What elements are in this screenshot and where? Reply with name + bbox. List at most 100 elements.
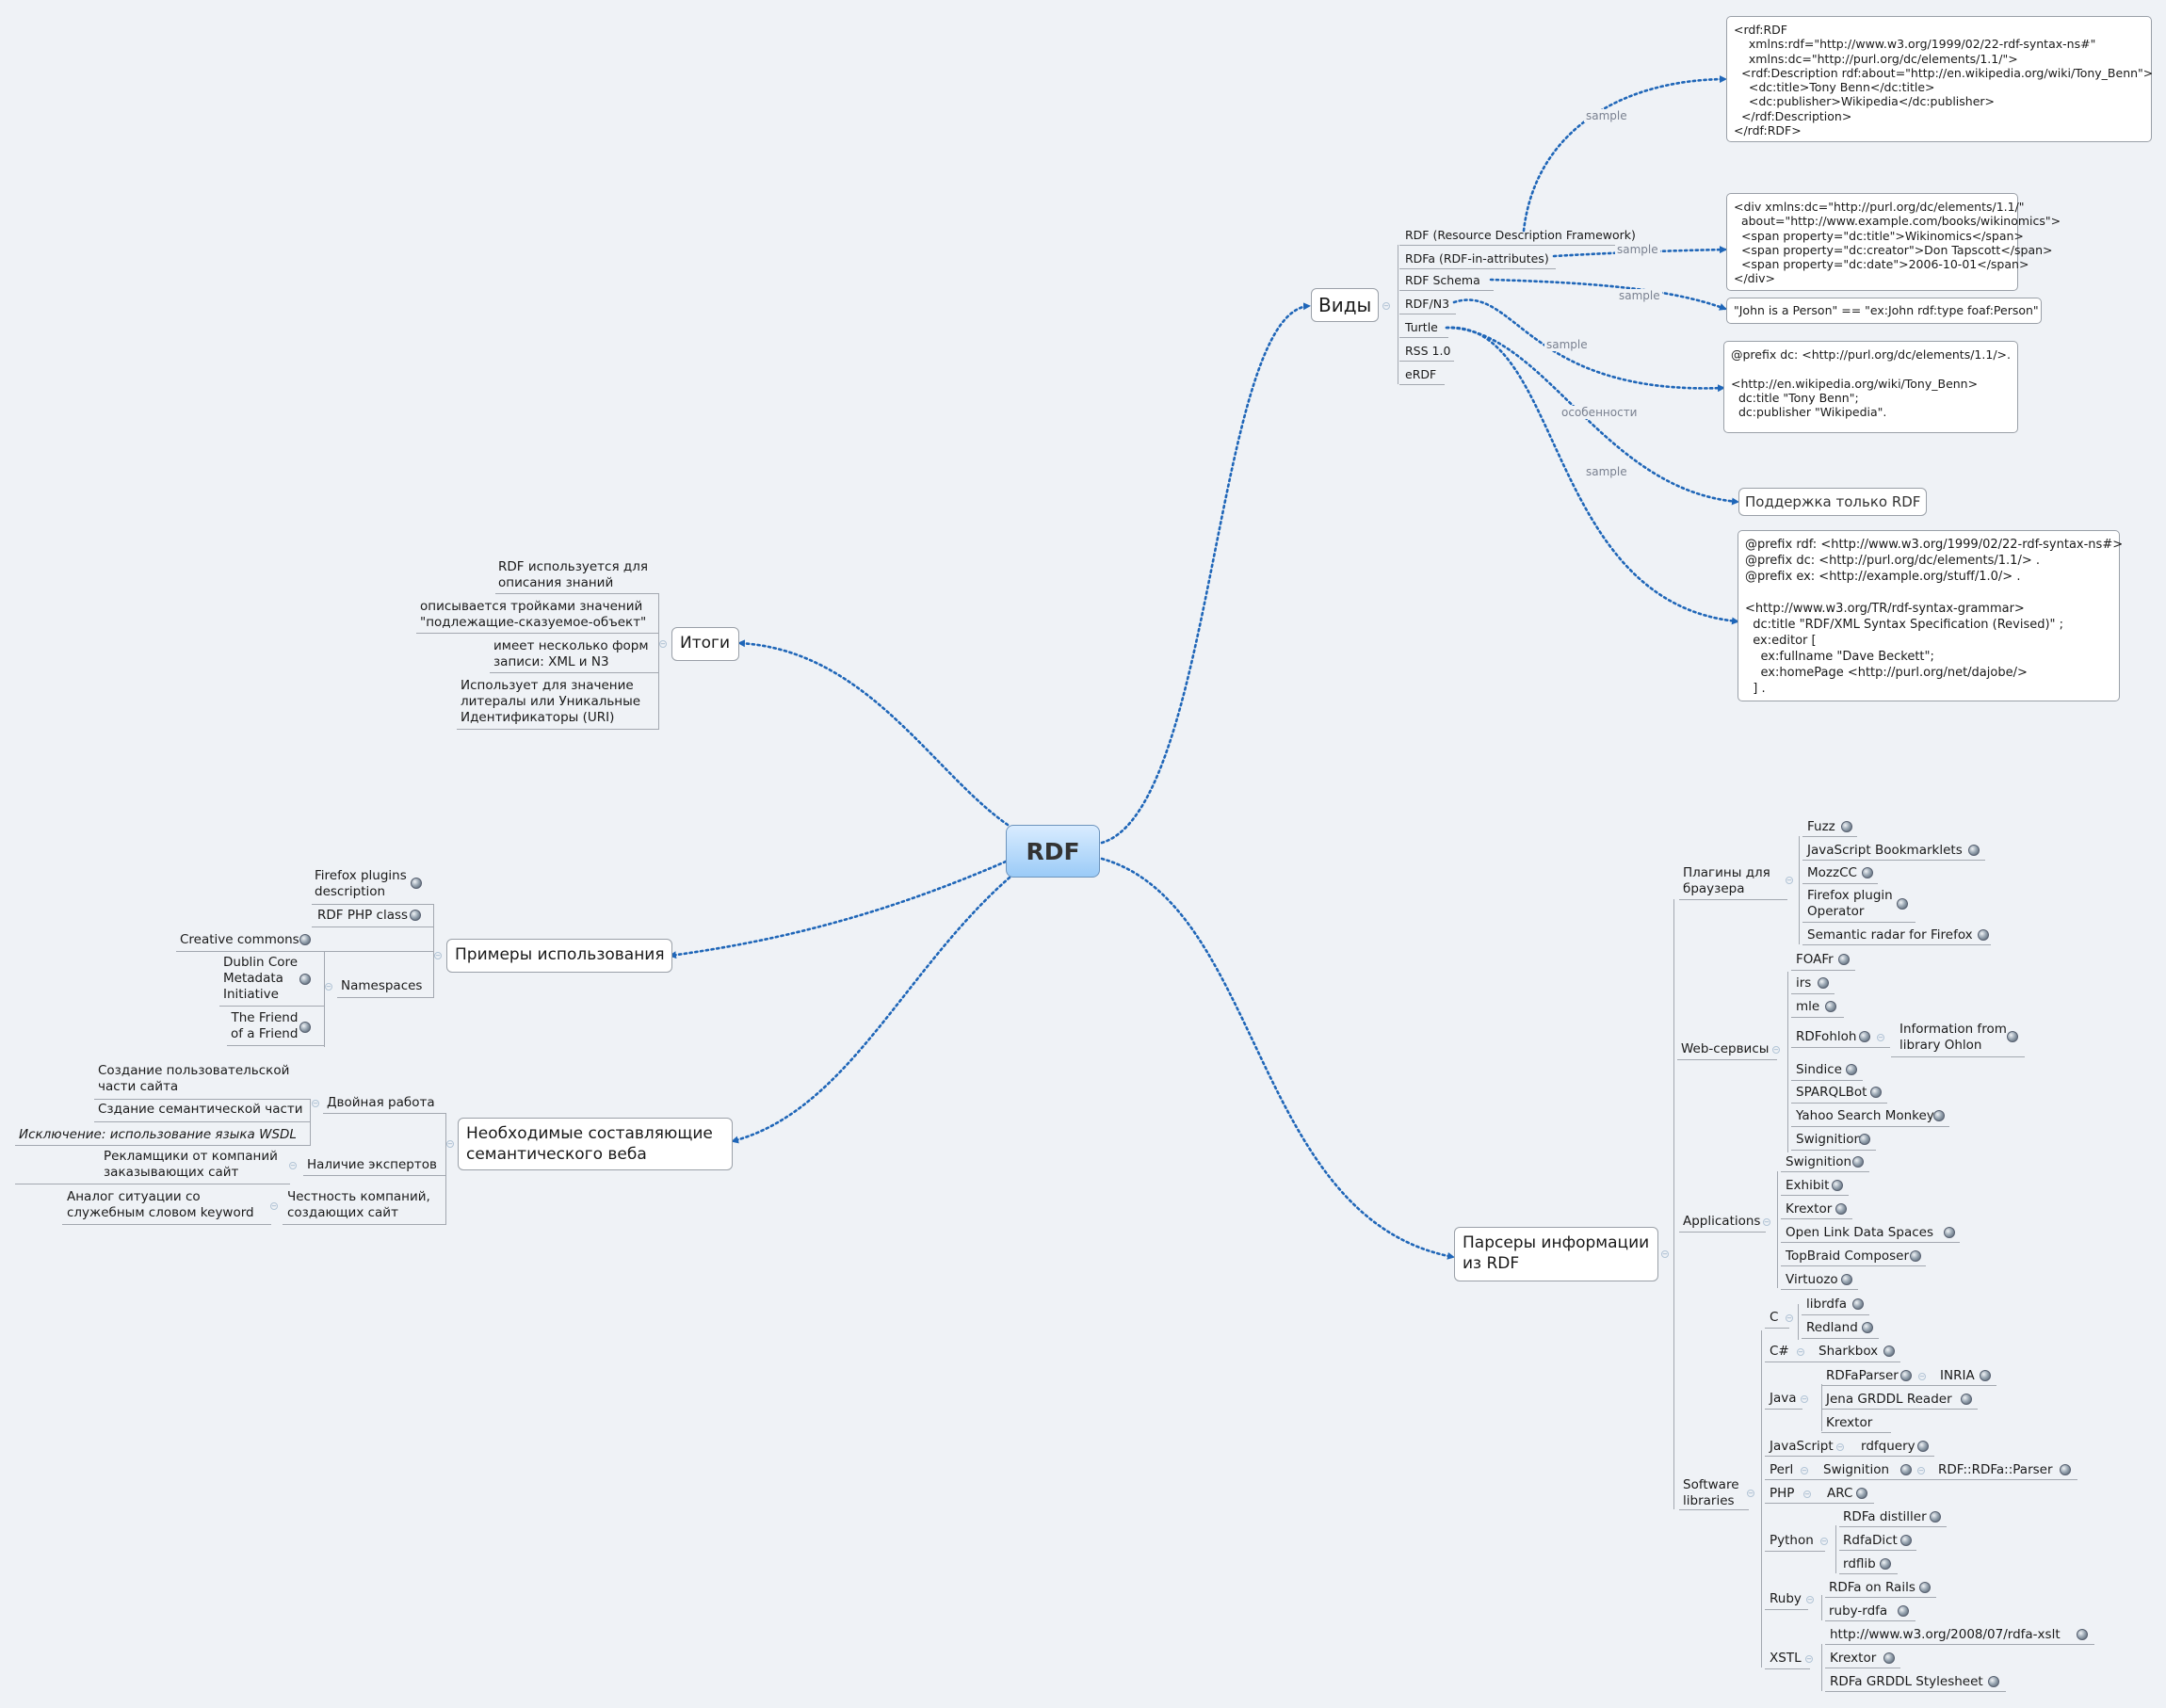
software-libraries-group[interactable]: Software libraries [1683, 1477, 1739, 1508]
link-icon[interactable] [1862, 1322, 1873, 1333]
lib-redland[interactable]: Redland [1806, 1320, 1858, 1335]
link-icon[interactable] [1862, 867, 1873, 878]
itogi-item[interactable]: Использует для значение литералы или Уни… [461, 678, 641, 725]
link-icon[interactable] [1980, 1370, 1991, 1381]
link-icon[interactable] [1900, 1370, 1912, 1381]
collapse-java-icon[interactable]: − [1801, 1395, 1808, 1403]
lib-swignition[interactable]: Swignition [1823, 1462, 1890, 1477]
web-foafr[interactable]: FOAFr [1796, 952, 1834, 967]
lib-arc[interactable]: ARC [1827, 1486, 1853, 1501]
link-icon[interactable] [1852, 1156, 1864, 1168]
topic-itogi[interactable]: Итоги [671, 627, 739, 661]
collapse-namespaces-icon[interactable]: − [325, 983, 332, 991]
link-icon[interactable] [411, 878, 422, 889]
link-icon[interactable] [1835, 1203, 1847, 1215]
double-work[interactable]: Двойная работа [327, 1095, 435, 1110]
example-creative-commons[interactable]: Creative commons [180, 932, 299, 947]
lib-rdfaparser[interactable]: RDFaParser [1826, 1368, 1899, 1383]
link-icon[interactable] [2060, 1464, 2071, 1475]
collapse-ruby-icon[interactable]: − [1806, 1596, 1814, 1603]
link-icon[interactable] [1900, 1535, 1912, 1546]
link-icon[interactable] [1968, 845, 1980, 856]
collapse-php-icon[interactable]: − [1803, 1490, 1811, 1498]
app-krextor[interactable]: Krextor [1786, 1201, 1833, 1217]
plugin-firefox-operator[interactable]: Firefox plugin Operator [1807, 888, 1893, 919]
collapse-double-work-icon[interactable]: − [312, 1100, 319, 1107]
link-icon[interactable] [1870, 1087, 1882, 1098]
collapse-rdfaparser-icon[interactable]: − [1918, 1373, 1926, 1380]
example-firefox-plugins[interactable]: Firefox plugins description [315, 868, 407, 899]
plugin-semantic-radar[interactable]: Semantic radar for Firefox [1807, 927, 1973, 943]
vid-rss[interactable]: RSS 1.0 [1405, 344, 1451, 358]
web-irs[interactable]: irs [1796, 975, 1812, 991]
lang-csharp[interactable]: C# [1770, 1344, 1789, 1359]
link-icon[interactable] [1961, 1394, 1972, 1405]
link-icon[interactable] [1930, 1511, 1941, 1523]
lib-rdfa-on-rails[interactable]: RDFa on Rails [1829, 1580, 1915, 1595]
topic-parsers[interactable]: Парсеры информации из RDF [1454, 1227, 1658, 1281]
lib-rdfa-xslt-url[interactable]: http://www.w3.org/2008/07/rdfa-xslt [1830, 1627, 2061, 1642]
app-virtuozo[interactable]: Virtuozo [1786, 1272, 1838, 1287]
link-icon[interactable] [1898, 1605, 1909, 1617]
topic-primery[interactable]: Примеры использования [446, 939, 672, 973]
central-topic[interactable]: RDF [1006, 825, 1100, 878]
vid-rdfa[interactable]: RDFa (RDF-in-attributes) [1405, 251, 1549, 266]
link-icon[interactable] [1883, 1652, 1895, 1664]
collapse-c-icon[interactable]: − [1786, 1314, 1793, 1322]
link-icon[interactable] [1825, 1001, 1836, 1012]
analog-keyword[interactable]: Аналог ситуации со служебным словом keyw… [67, 1189, 254, 1220]
collapse-apps-icon[interactable]: − [1763, 1218, 1770, 1226]
link-icon[interactable] [1978, 929, 1989, 941]
itogi-item[interactable]: имеет несколько форм записи: XML и N3 [493, 638, 649, 669]
collapse-perl-icon[interactable]: − [1801, 1467, 1808, 1474]
itogi-item[interactable]: RDF используется для описания знаний [498, 559, 648, 590]
topic-neobh[interactable]: Необходимые составляющие семантического … [458, 1118, 733, 1170]
applications-group[interactable]: Applications [1683, 1214, 1761, 1229]
vid-rdf-schema[interactable]: RDF Schema [1405, 273, 1480, 287]
collapse-csharp-icon[interactable]: − [1797, 1348, 1804, 1356]
lib-rdfa-grddl-stylesheet[interactable]: RDFa GRDDL Stylesheet [1830, 1674, 1983, 1689]
lib-rdfadict[interactable]: RdfaDict [1843, 1533, 1898, 1548]
semantic-part[interactable]: Сздание семантической части [98, 1102, 303, 1117]
plugin-fuzz[interactable]: Fuzz [1807, 819, 1835, 834]
web-services-group[interactable]: Web-сервисы [1681, 1041, 1770, 1056]
example-rdf-php-class[interactable]: RDF PHP class [317, 908, 409, 923]
experts[interactable]: Наличие экспертов [307, 1157, 437, 1172]
lib-rdfquery[interactable]: rdfquery [1861, 1439, 1915, 1454]
web-swignition[interactable]: Swignition [1796, 1132, 1863, 1147]
link-icon[interactable] [1917, 1441, 1929, 1452]
link-icon[interactable] [299, 1022, 311, 1033]
link-icon[interactable] [299, 974, 311, 985]
link-icon[interactable] [1988, 1676, 1999, 1687]
app-exhibit[interactable]: Exhibit [1786, 1178, 1830, 1193]
link-icon[interactable] [1880, 1558, 1891, 1570]
collapse-vidy-icon[interactable]: − [1382, 302, 1390, 310]
web-rdfohloh[interactable]: RDFohloh [1796, 1029, 1857, 1044]
link-icon[interactable] [410, 910, 421, 921]
web-mle[interactable]: mle [1796, 999, 1820, 1014]
link-icon[interactable] [1897, 898, 1908, 910]
lib-rdf-rdfa-parser[interactable]: RDF::RDFa::Parser [1938, 1462, 2053, 1477]
collapse-js-icon[interactable]: − [1836, 1443, 1844, 1451]
lang-c[interactable]: C [1770, 1310, 1779, 1325]
vid-rdf[interactable]: RDF (Resource Description Framework) [1405, 228, 1636, 242]
lib-rdflib[interactable]: rdflib [1843, 1556, 1876, 1571]
lib-rdfa-distiller[interactable]: RDFa distiller [1843, 1509, 1927, 1524]
vid-erdf[interactable]: eRDF [1405, 367, 1437, 381]
vid-turtle[interactable]: Turtle [1405, 320, 1438, 334]
lib-ruby-rdfa[interactable]: ruby-rdfa [1829, 1603, 1888, 1619]
lang-python[interactable]: Python [1770, 1533, 1814, 1548]
link-icon[interactable] [1832, 1180, 1843, 1191]
advertisers[interactable]: Рекламщики от компаний заказывающих сайт [104, 1149, 278, 1180]
lang-javascript[interactable]: JavaScript [1770, 1439, 1834, 1454]
collapse-primery-icon[interactable]: − [434, 952, 442, 959]
web-sparqlbot[interactable]: SPARQLBot [1796, 1085, 1867, 1100]
collapse-honesty-icon[interactable]: − [270, 1202, 278, 1210]
honesty[interactable]: Честность компаний, создающих сайт [287, 1189, 430, 1220]
web-sindice[interactable]: Sindice [1796, 1062, 1842, 1077]
collapse-itogi-icon[interactable]: − [659, 640, 667, 648]
collapse-libs-icon[interactable]: − [1747, 1490, 1754, 1497]
link-icon[interactable] [2007, 1031, 2018, 1042]
app-topbraid-composer[interactable]: TopBraid Composer [1786, 1249, 1910, 1264]
lang-xstl[interactable]: XSTL [1770, 1651, 1802, 1666]
